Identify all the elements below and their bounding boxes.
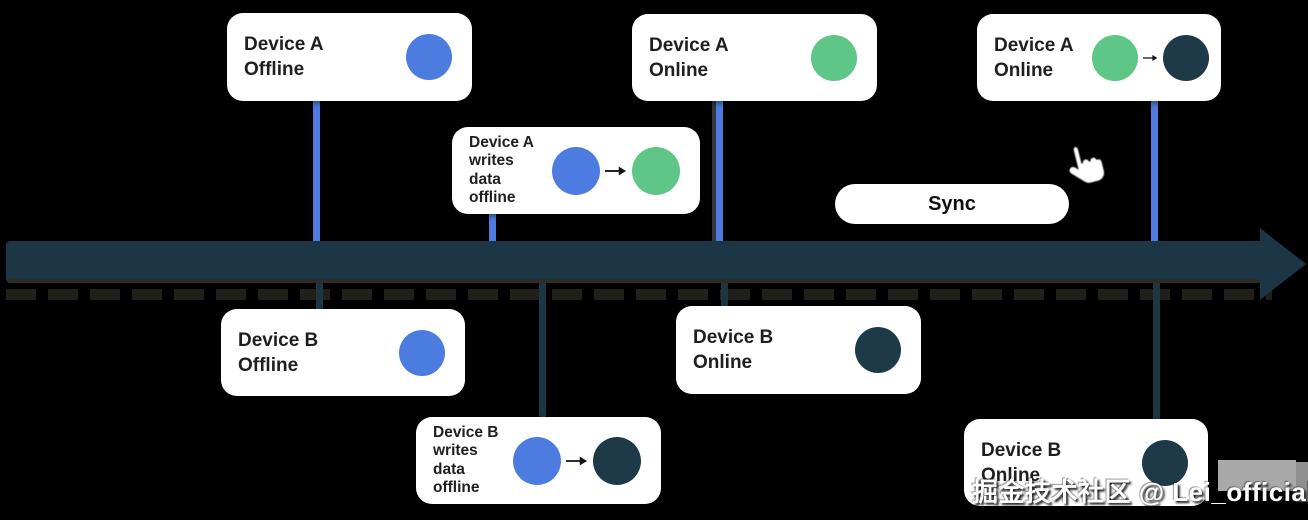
card-label: Device A Offline <box>244 34 324 80</box>
dark-status-circle <box>855 327 901 373</box>
status-circles <box>1142 439 1188 486</box>
timeline-texture <box>6 289 1272 300</box>
card-label: Device B Online <box>981 439 1062 486</box>
connector-device-a-online-1 <box>716 99 723 245</box>
dark-status-circle <box>593 436 641 485</box>
card-device-b-writes-data-offline: Device B writes data offline <box>416 417 661 504</box>
small-right-arrow-icon <box>566 456 588 465</box>
card-device-a-offline: Device A Offline <box>227 13 472 101</box>
card-device-b-online-1: Device B Online <box>676 306 921 394</box>
card-label: Device B writes data offline <box>433 423 499 497</box>
hand-pointer-cursor-icon <box>1069 146 1105 183</box>
status-circles <box>406 34 452 80</box>
blue-status-circle <box>399 329 445 376</box>
card-label: Device B Offline <box>238 329 319 376</box>
status-circles <box>399 329 445 376</box>
connector-device-a-online-2 <box>1151 99 1158 245</box>
status-circles <box>552 146 680 195</box>
card-device-a-online-1: Device A Online <box>632 14 877 101</box>
connector-device-b-offline <box>316 281 323 311</box>
status-circles <box>1092 34 1209 81</box>
card-label: Device A Online <box>649 34 729 81</box>
blue-status-circle <box>552 146 600 195</box>
dark-status-circle <box>1142 439 1188 486</box>
card-label: Device A writes data offline <box>469 133 534 207</box>
blue-status-circle <box>513 436 561 485</box>
dark-status-circle <box>1163 34 1209 81</box>
connector-device-a-offline <box>313 98 320 244</box>
green-status-circle <box>811 34 857 81</box>
card-label: Device B Online <box>693 327 774 373</box>
connector-device-b-writes <box>539 281 546 419</box>
watermark-text: 掘金技术社区 @ Lei_official <box>972 477 1308 507</box>
card-label: Device A Online <box>994 34 1074 81</box>
green-status-circle <box>1092 34 1138 81</box>
green-status-circle <box>632 146 680 195</box>
timeline-right-arrow <box>6 228 1306 300</box>
card-device-a-writes-data-offline: Device A writes data offline <box>452 127 700 214</box>
connector-device-b-online-1 <box>721 281 728 308</box>
status-circles <box>513 436 641 485</box>
small-right-arrow-icon <box>1143 54 1158 61</box>
card-device-a-online-2: Device A Online <box>977 14 1221 101</box>
watermark-highlight-block <box>1218 460 1296 491</box>
connector-device-a-writes <box>489 212 496 244</box>
status-circles <box>855 327 901 373</box>
blue-status-circle <box>406 34 452 80</box>
watermark-edge-block <box>1296 462 1308 502</box>
card-device-b-online-2: Device B Online <box>964 419 1208 506</box>
sync-button[interactable]: Sync <box>835 184 1069 224</box>
small-right-arrow-icon <box>605 166 627 175</box>
connector-device-b-online-2 <box>1153 281 1160 421</box>
card-device-b-offline: Device B Offline <box>221 309 465 396</box>
status-circles <box>811 34 857 81</box>
